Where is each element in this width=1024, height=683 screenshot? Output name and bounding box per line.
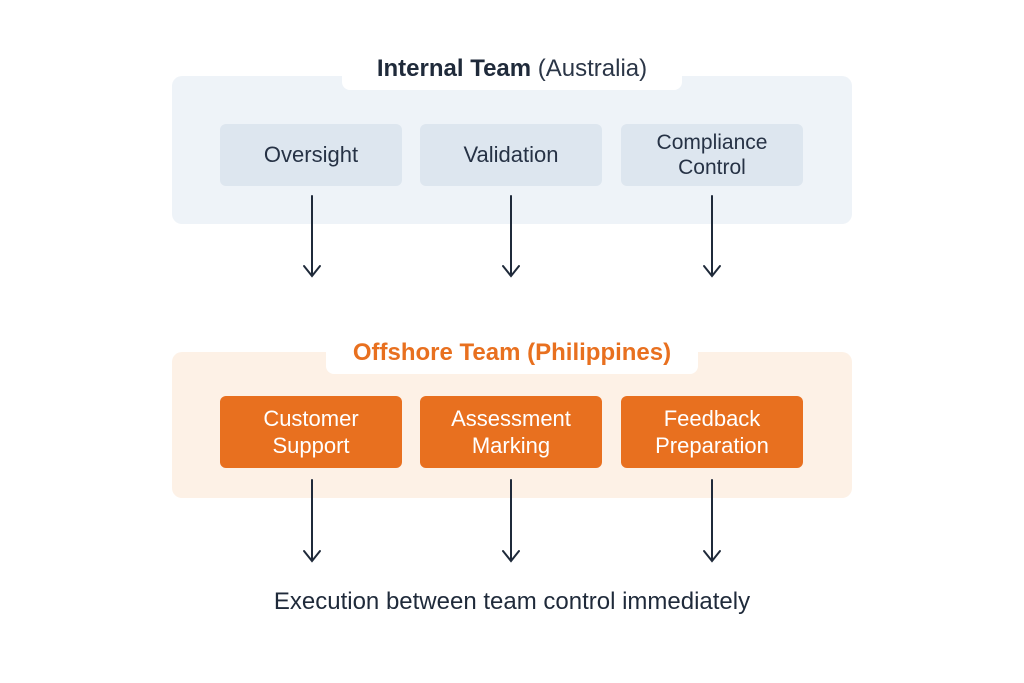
internal-box-oversight: Oversight: [220, 124, 402, 186]
offshore-box-label-line: Assessment: [451, 406, 571, 431]
offshore-team-title: Offshore Team (Philippines): [326, 332, 698, 374]
internal-box-label: Oversight: [263, 142, 359, 167]
offshore-box-label-line: Support: [272, 433, 350, 458]
internal-box-label-line: Control: [678, 156, 746, 179]
internal-box-label: Validation: [463, 142, 559, 167]
internal-team-title-region: (Australia): [537, 55, 648, 82]
internal-team-title-name: Internal Team: [376, 55, 532, 82]
offshore-box-customer-support: Customer Support: [220, 396, 402, 468]
internal-team-title: Internal Team (Australia): [342, 48, 682, 90]
offshore-box-label-line: Marking: [471, 433, 551, 458]
offshore-box-label-line: Feedback: [663, 406, 761, 431]
internal-box-label-line: Compliance: [656, 131, 768, 154]
offshore-box-feedback-preparation: Feedback Preparation: [621, 396, 803, 468]
footer-caption: Execution between team control immediate…: [273, 588, 751, 615]
offshore-box-assessment-marking: Assessment Marking: [420, 396, 602, 468]
internal-box-validation: Validation: [420, 124, 602, 186]
offshore-box-label-line: Preparation: [655, 433, 769, 458]
internal-box-compliance-control: Compliance Control: [621, 124, 803, 186]
offshore-box-label-line: Customer: [263, 406, 359, 431]
